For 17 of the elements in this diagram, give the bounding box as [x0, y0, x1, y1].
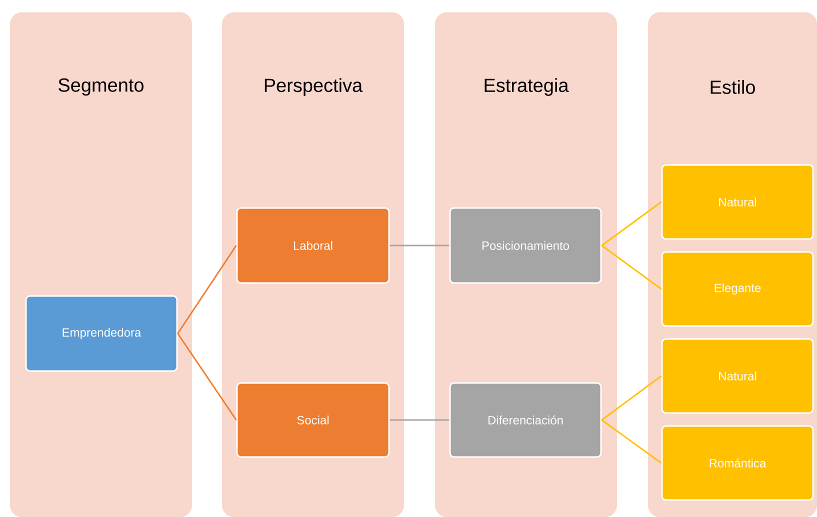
process-box: Social	[236, 382, 390, 458]
process-box: Elegante	[661, 251, 814, 327]
process-box: Diferenciación	[449, 382, 602, 458]
connector-line	[601, 201, 662, 246]
connector-line	[177, 333, 237, 420]
connector-line	[177, 245, 237, 334]
connector-line	[390, 244, 450, 246]
connector-line	[601, 244, 662, 290]
connector-line	[390, 419, 450, 421]
process-box: Posicionamiento	[449, 207, 602, 284]
connector-line	[601, 375, 662, 421]
process-box: Laboral	[236, 207, 390, 284]
process-box: Emprendedora	[25, 295, 178, 372]
process-box: Natural	[661, 164, 814, 240]
process-box: Romántica	[661, 425, 814, 501]
process-box: Natural	[661, 338, 814, 414]
connector-line	[601, 419, 662, 464]
